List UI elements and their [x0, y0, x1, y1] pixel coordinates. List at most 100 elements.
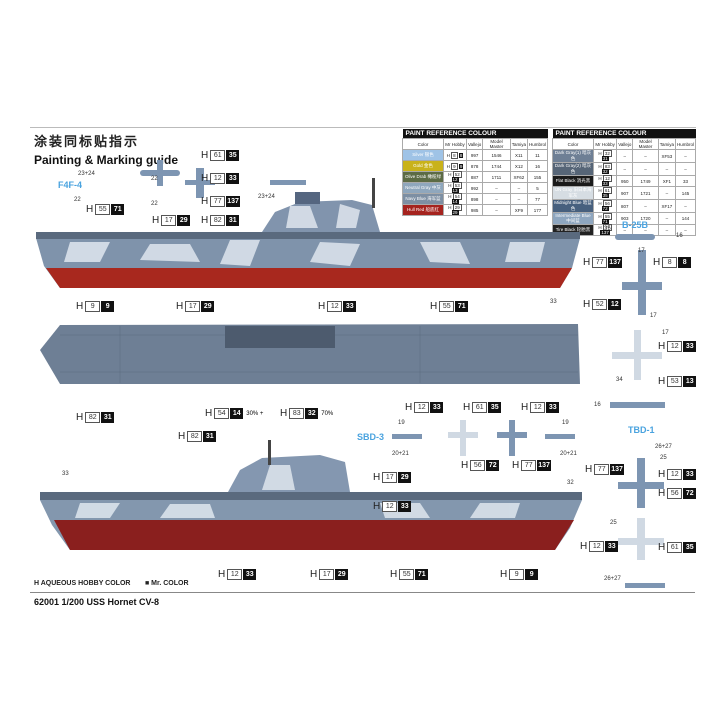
h-prefix: H: [653, 257, 661, 268]
h-prefix: H: [585, 464, 593, 475]
aqueous-code: 12: [414, 402, 430, 413]
aqueous-code: 17: [185, 301, 201, 312]
mr-color-code: 31: [203, 431, 217, 442]
decal-number: 33: [550, 299, 557, 305]
table-row: Flat Black 消光黑 H 12 33 950 1749 XF1 33: [552, 175, 697, 187]
table-row: Olive Drab 橄榄绿 H 52 12 887 1711 XF62 155: [402, 171, 549, 183]
h-prefix: H: [512, 460, 520, 471]
h-prefix: H: [500, 569, 508, 580]
footer-divider: [30, 592, 695, 593]
aqueous-code: 77: [521, 460, 537, 471]
aqueous-code: 17: [319, 569, 335, 580]
mr-color-code: 29: [335, 569, 349, 580]
aqueous-code: 55: [399, 569, 415, 580]
vallejo-code: 985: [466, 204, 484, 216]
aqueous-code: 12: [667, 341, 683, 352]
mr-color-code: 33: [605, 541, 619, 552]
label-sbd-3: SBD-3: [357, 432, 385, 442]
mix-ratio: 30% +: [246, 410, 264, 417]
decal-number: 22: [151, 176, 158, 182]
color-name: Silver 银色: [402, 149, 444, 161]
h-prefix: H: [390, 569, 398, 580]
decal-number: 17: [638, 248, 645, 254]
h-prefix: H: [176, 301, 184, 312]
aqueous-code: 9: [85, 301, 101, 312]
mr-color-code: 33: [226, 173, 240, 184]
h-prefix: H: [583, 299, 591, 310]
mr-color-code: 72: [486, 460, 500, 471]
decal-number: 25: [660, 455, 667, 461]
humbrol-code: 177: [526, 204, 549, 216]
aqueous-code: 56: [667, 488, 683, 499]
mr-color-code: 8: [678, 257, 692, 268]
mr-hobby-code: H 77 137: [592, 224, 618, 236]
mr-color-code: 29: [201, 301, 215, 312]
aqueous-code: 83: [289, 408, 305, 419]
mr-color-code: 137: [226, 196, 240, 207]
mr-color-code: 31: [101, 412, 115, 423]
decal-number: 17: [662, 330, 669, 336]
aqueous-code: 12: [530, 402, 546, 413]
mr-color-code: 35: [226, 150, 240, 161]
decal-number: 23+24: [78, 171, 95, 177]
mr-color-code: 71: [455, 301, 469, 312]
color-name: Intermediate Blue 中间蓝: [552, 212, 594, 225]
aqueous-code: 53: [667, 376, 683, 387]
h-prefix: H: [218, 569, 226, 580]
aqueous-code: 12: [589, 541, 605, 552]
mr-color-code: 12: [608, 299, 622, 310]
decal-number: 16: [676, 233, 683, 239]
aqueous-code: 12: [667, 469, 683, 480]
decal-number: 26+27: [655, 444, 672, 450]
label-f4f-4: F4F-4: [58, 180, 83, 190]
h-prefix: H: [583, 257, 591, 268]
tamiya-code: X12: [509, 160, 528, 172]
aqueous-code: 82: [210, 215, 226, 226]
decal-number: 19: [398, 420, 405, 426]
h-prefix: H: [373, 472, 381, 483]
aqueous-code: 12: [210, 173, 226, 184]
aqueous-code: 77: [594, 464, 610, 475]
decal-number: 19: [562, 420, 569, 426]
color-name: Midnight Blue 暗蓝色: [552, 199, 594, 213]
h-prefix: H: [310, 569, 318, 580]
table-row: Intermediate Blue 中间蓝 H 55 71 903 1720 –…: [552, 212, 697, 225]
aqueous-code: 8: [662, 257, 678, 268]
humbrol-code: 145: [674, 186, 697, 200]
h-prefix: H: [373, 501, 381, 512]
h-prefix: H: [76, 301, 84, 312]
decal-number: 22: [151, 201, 158, 207]
aqueous-code: 61: [210, 150, 226, 161]
aqueous-code: 55: [95, 204, 111, 215]
label-b-25b: B-25B: [622, 220, 649, 230]
h-prefix: H: [658, 542, 666, 553]
mr-color-code: 33: [398, 501, 412, 512]
mr-color-code: 9: [525, 569, 539, 580]
mr-color-code: 33: [683, 469, 697, 480]
ship-side-view-port: [40, 440, 582, 550]
decal-number: 17: [650, 313, 657, 319]
aqueous-code: 9: [509, 569, 525, 580]
aircraft-drawings: [140, 160, 665, 588]
mr-color-code: 31: [226, 215, 240, 226]
h-prefix: H: [201, 196, 209, 207]
